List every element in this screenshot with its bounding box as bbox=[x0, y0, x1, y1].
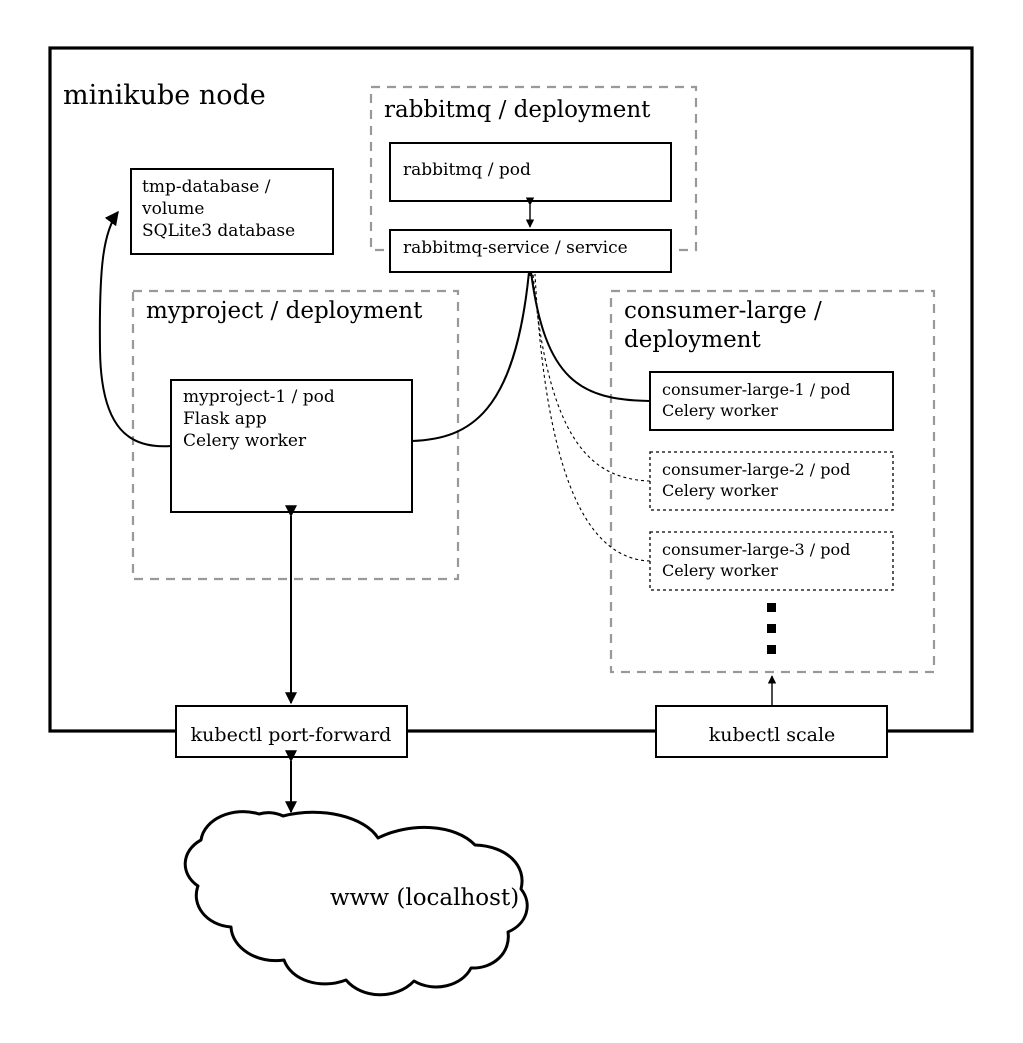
box-consumer-large-3-pod-line2: Celery worker bbox=[662, 561, 778, 580]
box-myproject-1-pod-line2: Flask app bbox=[183, 409, 267, 429]
ellipsis-dot-1 bbox=[767, 603, 776, 612]
edge-consumer-large-2-to-rabbitmq-service bbox=[532, 273, 651, 482]
ellipsis-dot-3 bbox=[767, 645, 776, 654]
box-consumer-large-1-pod-line2: Celery worker bbox=[662, 401, 778, 420]
box-consumer-large-1-pod bbox=[649, 371, 894, 431]
box-rabbitmq-pod bbox=[389, 142, 672, 202]
box-kubectl-port-forward bbox=[175, 705, 408, 758]
box-consumer-large-2-pod-line1: consumer-large-2 / pod bbox=[662, 460, 850, 479]
box-consumer-large-2-pod bbox=[649, 451, 894, 511]
box-kubectl-scale bbox=[655, 705, 888, 758]
group-myproject-deployment-label: myproject / deployment bbox=[146, 298, 423, 324]
box-tmp-database-volume bbox=[130, 168, 334, 255]
edge-myproject-to-rabbitmq-service bbox=[411, 271, 530, 442]
minikube-node-label: minikube node bbox=[63, 80, 266, 111]
group-consumer-large-deployment-label-line1: consumer-large / bbox=[624, 298, 822, 324]
box-tmp-database-line1: tmp-database / bbox=[142, 177, 271, 197]
group-rabbitmq-deployment bbox=[369, 85, 698, 252]
box-kubectl-port-forward-label: kubectl port-forward bbox=[191, 724, 392, 746]
group-consumer-large-deployment-label-line2: deployment bbox=[624, 327, 761, 353]
box-rabbitmq-service bbox=[389, 229, 672, 273]
box-myproject-1-pod-line1: myproject-1 / pod bbox=[183, 387, 335, 407]
box-consumer-large-2-pod-line2: Celery worker bbox=[662, 481, 778, 500]
box-rabbitmq-pod-label: rabbitmq / pod bbox=[403, 160, 531, 180]
box-consumer-large-3-pod-line1: consumer-large-3 / pod bbox=[662, 540, 850, 559]
cloud-www-localhost-label: www (localhost) bbox=[330, 885, 519, 911]
group-rabbitmq-deployment-label: rabbitmq / deployment bbox=[384, 97, 651, 123]
edge-myproject-to-tmp-database bbox=[98, 210, 172, 448]
ellipsis-dot-2 bbox=[767, 624, 776, 633]
box-consumer-large-3-pod bbox=[649, 531, 894, 591]
box-myproject-1-pod bbox=[170, 379, 413, 513]
box-consumer-large-1-pod-line1: consumer-large-1 / pod bbox=[662, 380, 850, 399]
group-consumer-large-deployment bbox=[609, 289, 936, 674]
box-rabbitmq-service-label: rabbitmq-service / service bbox=[403, 238, 628, 258]
edge-consumer-large-3-to-rabbitmq-service bbox=[534, 273, 651, 562]
box-tmp-database-line3: SQLite3 database bbox=[142, 221, 295, 241]
box-myproject-1-pod-line3: Celery worker bbox=[183, 431, 307, 451]
cloud-www-localhost bbox=[183, 810, 529, 997]
box-kubectl-scale-label: kubectl scale bbox=[709, 724, 836, 746]
box-tmp-database-line2: volume bbox=[141, 199, 204, 219]
